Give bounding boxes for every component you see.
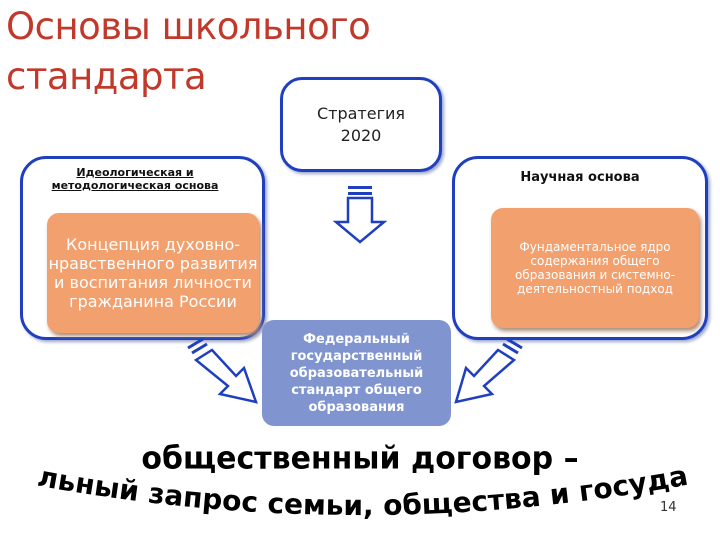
strategy-line-2: 2020 (340, 125, 382, 145)
concept-box: Концепция духовно-нравственного развития… (47, 213, 259, 333)
standard-text: Федеральный государственный образователь… (289, 331, 424, 415)
slogan-art: общественный договор – социальный запрос… (0, 420, 690, 522)
concept-text: Концепция духовно-нравственного развития… (48, 235, 258, 311)
slide-title-line-2: стандарта (6, 55, 207, 98)
slide-title-line-1: Основы школьного (6, 5, 371, 48)
scientific-label: Научная основа (520, 170, 640, 185)
ideological-label: Идеологическая и методологическая основа (51, 166, 219, 192)
slogan-line-1: общественный договор – (141, 440, 578, 477)
strategy-line-1: Стратегия (316, 103, 406, 123)
fundamental-core-text: Фундаментальное ядро содержания общего о… (514, 240, 676, 296)
standard-box: Федеральный государственный образователь… (262, 320, 451, 426)
fundamental-core-box: Фундаментальное ядро содержания общего о… (491, 208, 699, 328)
slide-title: Основы школьного стандарта (6, 2, 371, 102)
strategy-box: Стратегия 2020 (280, 77, 442, 172)
page-number: 14 (660, 500, 677, 515)
right-diagonal-arrow-icon (454, 337, 523, 404)
down-arrow-icon (332, 186, 388, 244)
left-diagonal-arrow-icon (187, 337, 258, 404)
